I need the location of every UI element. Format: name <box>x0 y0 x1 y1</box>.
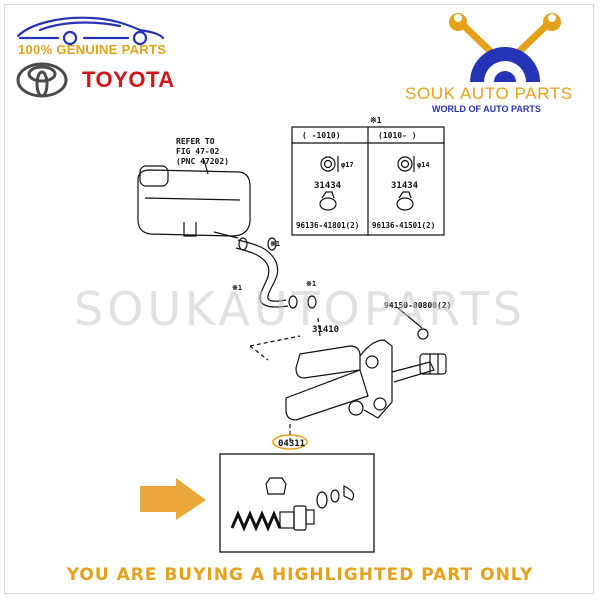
part-master-cylinder-label: 31410 <box>312 325 339 335</box>
part-31434-right: 31434 <box>391 181 419 191</box>
part-nut-label: 94150-80800(2) <box>384 301 451 310</box>
dim-left: φ17 <box>341 161 354 169</box>
col-left-header: ( -1010) <box>302 131 341 140</box>
toyota-wordmark: TOYOTA <box>82 67 175 92</box>
refer-label-line1: REFER TO <box>176 137 215 146</box>
marker-hose-right: ※1 <box>306 280 316 288</box>
parts-table <box>291 126 445 236</box>
genuine-parts-text: 100% GENUINE PARTS <box>18 42 167 57</box>
kit-label-highlight <box>272 434 308 450</box>
footer-notice: YOU ARE BUYING A HIGHLIGHTED PART ONLY <box>66 565 534 585</box>
part-kit-label: 04311 <box>278 439 305 449</box>
refer-label-line2: FIG 47-02 <box>176 147 220 156</box>
souk-tagline: WORLD OF AUTO PARTS <box>432 104 541 114</box>
marker-hose-left: ※1 <box>232 284 242 292</box>
table-marker: ※1 <box>370 116 382 125</box>
part-31434-left: 31434 <box>314 181 342 191</box>
part-clamp-right: 96136-41501(2) <box>372 221 435 230</box>
souk-logo-icon <box>449 13 561 82</box>
hose <box>235 237 317 309</box>
dim-right: φ14 <box>417 161 430 169</box>
toyota-emblem-icon <box>16 62 68 98</box>
car-silhouette-icon <box>16 16 165 46</box>
reservoir <box>137 165 251 239</box>
image-frame <box>4 4 594 594</box>
repair-kit-box <box>219 453 375 553</box>
refer-label-line3: (PNC 47202) <box>176 157 229 166</box>
souk-brand-name: SOUK AUTO PARTS <box>405 84 573 103</box>
highlight-arrow-icon <box>140 478 206 520</box>
part-clamp-left: 96136-41801(2) <box>296 221 359 230</box>
master-cylinder <box>285 328 447 421</box>
marker-hose-top: ※1 <box>270 240 280 248</box>
col-right-header: (1010- ) <box>378 131 417 140</box>
leader-lines <box>249 317 321 442</box>
